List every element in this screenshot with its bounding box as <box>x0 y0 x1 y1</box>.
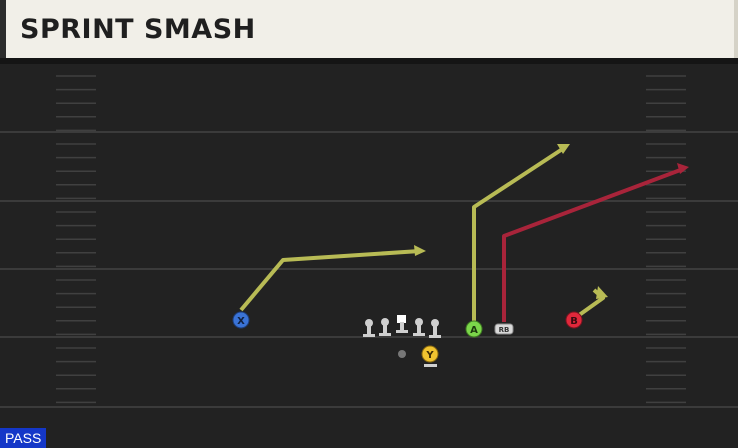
offensive-line <box>363 315 441 338</box>
route-a <box>472 146 566 321</box>
yard-lines <box>0 131 738 408</box>
play-type-badge: PASS <box>0 428 47 448</box>
player-x: X <box>232 311 250 329</box>
lineman-rg <box>413 318 425 336</box>
player-rb: RB <box>494 323 514 335</box>
play-header: SPRINT SMASH <box>0 0 738 58</box>
route-x <box>239 249 421 312</box>
hash-marks <box>56 75 686 404</box>
route-a-arrow <box>557 144 570 154</box>
player-a: A <box>465 320 483 338</box>
play-title: SPRINT SMASH <box>20 14 256 45</box>
player-x-label: X <box>237 316 245 327</box>
football-field: X A RB B Y <box>0 75 738 408</box>
player-y-label: Y <box>425 350 434 361</box>
player-b-label: B <box>570 316 578 327</box>
header-shadow <box>0 58 738 64</box>
player-a-label: A <box>470 325 478 336</box>
lineman-lt <box>363 319 375 337</box>
route-x-arrow <box>414 245 426 256</box>
center <box>396 315 408 333</box>
routes <box>239 144 689 322</box>
header-accent <box>0 0 6 58</box>
route-rb <box>502 167 684 322</box>
quarterback-marker <box>398 350 406 358</box>
route-b-arrow <box>596 286 608 299</box>
lineman-rt <box>429 319 441 338</box>
player-y-stance <box>424 364 437 367</box>
player-b: B <box>565 311 583 329</box>
player-rb-label: RB <box>499 326 510 334</box>
route-rb-arrow <box>677 163 689 174</box>
lineman-lg <box>379 318 391 336</box>
player-y: Y <box>421 345 439 367</box>
